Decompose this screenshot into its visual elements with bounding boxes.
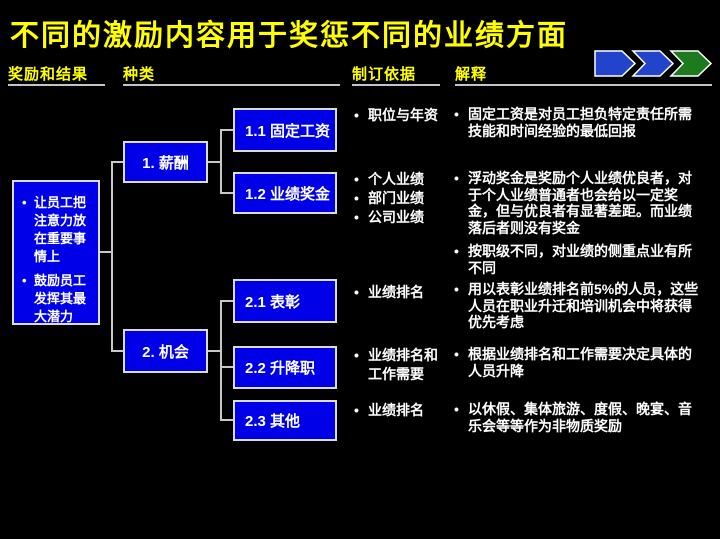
basis-item: 个人业绩 xyxy=(352,170,424,189)
connector-parent1-vertical xyxy=(220,129,222,194)
column-header-category: 种类 xyxy=(123,66,156,83)
column-header-basis: 制订依据 xyxy=(352,66,417,83)
tree-box-fixed-salary: 1.1 固定工资 xyxy=(233,108,337,152)
explanation-row-1: 固定工资是对员工担负特定责任所需技能和时间经验的最低回报 xyxy=(452,106,702,139)
basis-item: 公司业绩 xyxy=(352,208,424,227)
explanation-item: 根据业绩排名和工作需要决定具体的人员升降 xyxy=(452,346,702,379)
tree-box-performance-bonus: 1.2 业绩奖金 xyxy=(233,172,337,214)
basis-row-1: 职位与年资 xyxy=(352,106,438,125)
tree-box-other: 2.3 其他 xyxy=(233,400,337,441)
basis-row-3: 业绩排名 xyxy=(352,283,424,302)
goal-bullet-2: 鼓励员工发挥其最大潜力 xyxy=(20,272,96,326)
explanation-item: 用以表彰业绩排名前5%的人员，这些人员在职业升迁和培训机会中将获得优先考虑 xyxy=(452,281,702,331)
tree-box-label: 2.2 升降职 xyxy=(245,360,316,377)
goal-box: 让员工把注意力放在重要事情上 鼓励员工发挥其最大潜力 xyxy=(12,180,100,325)
explanation-item: 以休假、集体旅游、度假、晚宴、音乐会等等作为非物质奖励 xyxy=(452,401,702,434)
tree-box-label: 1.1 固定工资 xyxy=(245,122,331,140)
tree-box-label: 2.1 表彰 xyxy=(245,293,301,311)
tree-box-label: 2. 机会 xyxy=(142,343,189,361)
header-underline-rewards-results xyxy=(8,84,105,86)
chevron-3-icon xyxy=(669,50,713,77)
explanation-item: 浮动奖金是奖励个人业绩优良者，对于个人业绩普通者也会给以一定奖金，但与优良者有显… xyxy=(452,170,702,236)
goal-bullet-1: 让员工把注意力放在重要事情上 xyxy=(20,194,96,266)
progress-chevrons xyxy=(594,50,713,77)
explanation-row-4: 根据业绩排名和工作需要决定具体的人员升降 xyxy=(452,346,702,379)
connector-parent2-out xyxy=(208,350,222,352)
basis-item: 职位与年资 xyxy=(352,106,438,125)
header-underline-explanation xyxy=(455,84,712,86)
explanation-row-3: 用以表彰业绩排名前5%的人员，这些人员在职业升迁和培训机会中将获得优先考虑 xyxy=(452,281,702,331)
header-underline-category xyxy=(123,84,340,86)
connector-goal-to-trunk xyxy=(100,251,112,253)
explanation-item: 固定工资是对员工担负特定责任所需技能和时间经验的最低回报 xyxy=(452,106,702,139)
connector-parent1-out xyxy=(208,161,222,163)
tree-box-promotion-demotion: 2.2 升降职 xyxy=(233,346,337,389)
connector-trunk-to-parent2 xyxy=(112,350,123,352)
basis-row-5: 业绩排名 xyxy=(352,401,424,420)
tree-box-parent-salary: 1. 薪酬 xyxy=(123,141,208,183)
connector-parent2-vertical xyxy=(220,300,222,421)
explanation-item: 按职级不同，对业绩的侧重点业有所不同 xyxy=(452,243,702,276)
column-header-explanation: 解释 xyxy=(455,66,488,83)
basis-item: 业绩排名 xyxy=(352,401,424,420)
tree-box-parent-opportunity: 2. 机会 xyxy=(123,329,208,373)
connector-trunk-to-parent1 xyxy=(112,161,123,163)
header-underline-basis xyxy=(352,84,440,86)
connector-to-child-1-2 xyxy=(221,192,233,194)
connector-main-trunk xyxy=(111,161,113,352)
explanation-row-2: 浮动奖金是奖励个人业绩优良者，对于个人业绩普通者也会给以一定奖金，但与优良者有显… xyxy=(452,170,702,276)
basis-item: 业绩排名和工作需要 xyxy=(352,346,446,384)
connector-to-child-2-3 xyxy=(221,419,233,421)
connector-to-child-2-1 xyxy=(221,300,233,302)
basis-item: 业绩排名 xyxy=(352,283,424,302)
chevron-2-icon xyxy=(631,50,675,77)
tree-box-label: 2.3 其他 xyxy=(245,413,301,430)
slide-title: 不同的激励内容用于奖惩不同的业绩方面 xyxy=(10,20,569,52)
tree-box-recognition: 2.1 表彰 xyxy=(233,279,337,323)
basis-row-2: 个人业绩 部门业绩 公司业绩 xyxy=(352,170,424,227)
basis-item: 部门业绩 xyxy=(352,189,424,208)
connector-to-child-2-2 xyxy=(221,366,233,368)
connector-to-child-1-1 xyxy=(221,129,233,131)
chevron-1-icon xyxy=(594,50,637,77)
tree-box-label: 1.2 业绩奖金 xyxy=(245,185,331,203)
tree-box-label: 1. 薪酬 xyxy=(142,154,189,172)
basis-row-4: 业绩排名和工作需要 xyxy=(352,346,446,384)
explanation-row-5: 以休假、集体旅游、度假、晚宴、音乐会等等作为非物质奖励 xyxy=(452,401,702,434)
column-header-rewards-results: 奖励和结果 xyxy=(8,66,89,83)
